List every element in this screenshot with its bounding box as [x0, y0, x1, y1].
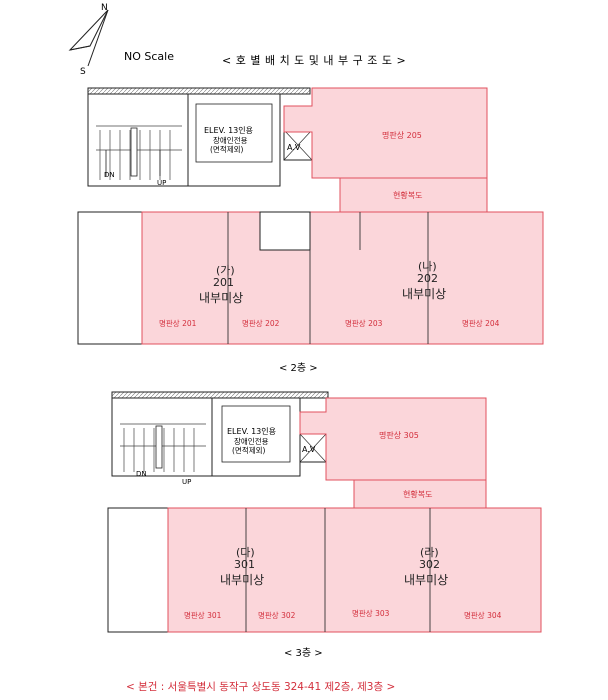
page-title: < 호 별 배 치 도 및 내 부 구 조 도 >	[222, 54, 406, 67]
sub-302: 명판상 302	[258, 610, 296, 620]
elevator-label-1: ELEV. 13인용	[204, 125, 253, 135]
av-label: A.V	[287, 143, 301, 152]
stair-area: DN UP	[111, 397, 213, 486]
elevator-label-3: (면적제외)	[232, 445, 266, 455]
unit-302: (라) 302 내부미상	[404, 546, 448, 587]
unit-302-status: 내부미상	[404, 573, 448, 587]
wall-strip	[87, 87, 311, 95]
unit-201-number: 201	[213, 276, 234, 289]
non-unit-area	[107, 507, 169, 633]
north-label: N	[101, 3, 108, 13]
unit-302-code: (라)	[420, 546, 439, 559]
elevator-label-3: (면적제외)	[210, 144, 244, 154]
unit-202: (나) 202 내부미상	[402, 260, 446, 301]
elevator-label-2: 장애인전용	[213, 135, 248, 145]
sub-201: 명판상 201	[159, 318, 197, 328]
unit-202-number: 202	[417, 272, 438, 285]
unit-201-code: (가)	[216, 264, 235, 277]
unit-202-code: (나)	[418, 260, 437, 273]
floor-2-plan: DN UP ELEV. 13인용 장애인전용 (면적제외) A.V 명판상 20…	[77, 87, 544, 345]
corridor-floor-3	[353, 479, 487, 509]
floor-3-plan: DN UP ELEV. 13인용 장애인전용 (면적제외) A.V 명판상 30…	[107, 391, 542, 633]
sub-203: 명판상 203	[345, 318, 383, 328]
room-205-label: 명판상 205	[382, 130, 422, 140]
unit-302-number: 302	[419, 558, 440, 571]
av-room: A.V	[283, 129, 313, 161]
units-floor-3	[167, 507, 542, 633]
floor-3-label: < 3층 >	[284, 647, 323, 659]
sub-204: 명판상 204	[462, 318, 500, 328]
stair-down-label: DN	[104, 171, 115, 179]
av-label: A.V	[302, 445, 316, 454]
elevator-label-1: ELEV. 13인용	[227, 426, 276, 436]
room-205	[283, 87, 488, 179]
corridor-floor-2	[339, 177, 488, 213]
sub-304: 명판상 304	[464, 610, 502, 620]
av-room: A.V	[299, 433, 327, 463]
elevator-label-2: 장애인전용	[234, 436, 269, 446]
non-unit-area	[77, 211, 143, 345]
corridor-floor-2-label: 현황복도	[393, 190, 422, 200]
room-305	[299, 397, 487, 481]
sub-301: 명판상 301	[184, 610, 222, 620]
unit-201-status: 내부미상	[199, 291, 243, 305]
unit-301-number: 301	[234, 558, 255, 571]
stair-up-label: UP	[182, 478, 191, 486]
elevator-shaft: ELEV. 13인용 장애인전용 (면적제외)	[211, 397, 301, 477]
sub-303: 명판상 303	[352, 608, 390, 618]
corridor-floor-3-label: 현황복도	[403, 489, 432, 499]
stair-down-label: DN	[136, 470, 147, 478]
unit-201: (가) 201 내부미상	[199, 264, 243, 305]
north-arrow: N S	[68, 3, 109, 77]
stair-up-label: UP	[157, 179, 166, 187]
room-305-label: 명판상 305	[379, 430, 419, 440]
unit-301-status: 내부미상	[220, 573, 264, 587]
address-footer: < 본건 : 서울특별시 동작구 상도동 324-41 제2층, 제3층 >	[126, 681, 395, 693]
scale-note: NO Scale	[124, 50, 174, 63]
wall-strip	[111, 391, 329, 399]
unit-202-status: 내부미상	[402, 287, 446, 301]
sub-202: 명판상 202	[242, 318, 280, 328]
unit-301: (다) 301 내부미상	[220, 546, 264, 587]
floor-2-label: < 2층 >	[279, 362, 318, 374]
light-well	[259, 211, 311, 251]
elevator-shaft: ELEV. 13인용 장애인전용 (면적제외)	[187, 93, 281, 187]
stair-area: DN UP	[87, 93, 189, 187]
unit-301-code: (다)	[236, 546, 255, 559]
south-label: S	[80, 67, 86, 77]
